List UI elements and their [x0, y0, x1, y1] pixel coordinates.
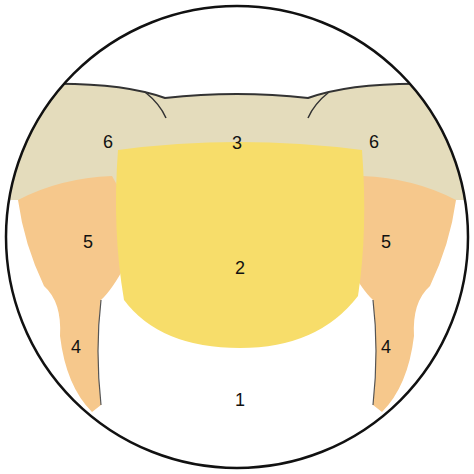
background-region [6, 6, 468, 468]
callout-number: 4 [71, 338, 81, 356]
callout-number: 4 [381, 338, 391, 356]
central-region [116, 142, 364, 348]
boundary-stroke [308, 92, 329, 118]
top-boundary-line [0, 84, 474, 98]
callout-number: 6 [369, 133, 379, 151]
boundary-stroke [373, 300, 376, 405]
callout-number: 2 [235, 259, 245, 277]
callout-number: 1 [235, 391, 245, 409]
callout-number: 6 [103, 133, 113, 151]
left-side-region [18, 176, 129, 412]
boundary-stroke [98, 300, 101, 405]
boundary-stroke [145, 92, 166, 118]
view-circle [6, 6, 468, 468]
callout-number: 5 [83, 233, 93, 251]
callout-number: 3 [232, 134, 242, 152]
callout-number: 5 [381, 233, 391, 251]
